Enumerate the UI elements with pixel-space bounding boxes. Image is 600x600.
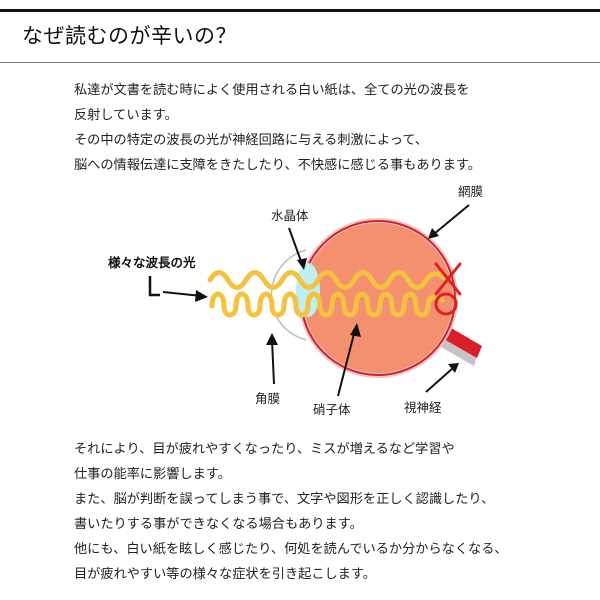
cornea-pointer-head	[266, 333, 278, 345]
retina-red-line	[300, 220, 456, 376]
retina-pointer	[433, 204, 470, 235]
cornea-label: 角膜	[255, 391, 280, 406]
vitreous-pointer-head	[350, 323, 361, 337]
retina-pointer-head	[428, 228, 439, 239]
light-pointer-hook	[148, 276, 160, 297]
optic-nerve-label: 視神経	[404, 400, 442, 415]
cornea-shape	[270, 249, 307, 341]
light-wave-upper	[207, 270, 447, 290]
intro-line: 脳への情報伝達に支障をきたしたり、不快感に感じる事もあります。	[74, 158, 481, 173]
outro-line: 目が疲れやすい等の様々な症状を引き起こします。	[74, 567, 376, 582]
retina-label: 網膜	[458, 184, 483, 199]
intro-line: その中の特定の波長の光が神経回路に与える刺激によって、	[74, 133, 428, 148]
title-divider	[0, 62, 600, 63]
outro-line: 書いたりする事ができなくなる場合もあります。	[74, 517, 363, 532]
lens-pointer	[288, 227, 303, 265]
optic-nerve-shape	[422, 318, 482, 366]
intro-paragraph: 私達が文書を読む時によく使用される白い紙は、全ての光の波長を 反射しています。 …	[74, 78, 481, 178]
lens-pointer-head	[297, 258, 307, 270]
outro-line: 仕事の能率に影響します。	[74, 467, 231, 482]
optic-nerve-pointer	[425, 367, 454, 393]
crystalline-lens-shape	[296, 263, 320, 317]
outro-line: それにより、目が疲れやすくなったり、ミスが増えるなど学習や	[74, 442, 455, 457]
light-arrow	[162, 291, 203, 297]
cornea-pointer	[271, 339, 275, 385]
light-label: 様々な波長の光	[108, 255, 196, 270]
vitreous-pointer	[337, 329, 356, 397]
eyeball-inner	[303, 223, 453, 373]
light-wave-lower	[209, 291, 445, 318]
outro-line: また、脳が判断を誤ってしまう事で、文字や図形を正しく認識したり、	[74, 492, 495, 507]
vitreous-body-label: 硝子体	[313, 402, 351, 417]
outro-line: 他にも、白い紙を眩しく感じたり、何処を読んでいるか分からなくなる、	[74, 542, 508, 557]
top-rule	[0, 9, 600, 12]
optic-nerve-red	[428, 318, 482, 358]
light-arrow-head	[195, 290, 208, 302]
outro-paragraph: それにより、目が疲れやすくなったり、ミスが増えるなど学習や 仕事の能率に影響しま…	[74, 437, 508, 587]
crystalline-lens-label: 水晶体	[271, 208, 309, 223]
page-title: なぜ読むのが辛いの？	[22, 24, 237, 48]
block-mark	[434, 262, 462, 316]
optic-nerve-pointer-head	[448, 363, 459, 373]
intro-line: 反射しています。	[74, 108, 178, 123]
eyeball-outer	[298, 218, 458, 378]
intro-line: 私達が文書を読む時によく使用される白い紙は、全ての光の波長を	[74, 83, 470, 98]
